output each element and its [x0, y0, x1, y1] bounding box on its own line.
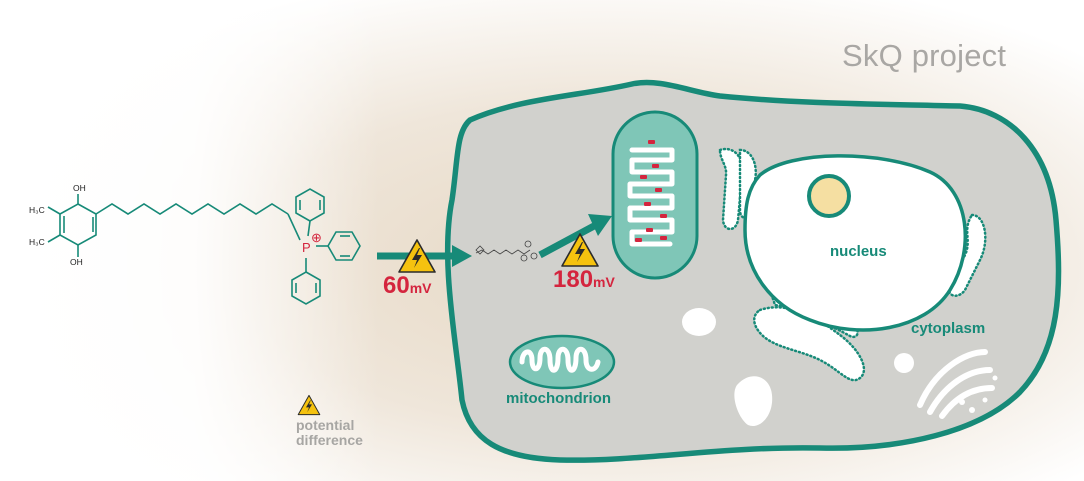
oh-bottom-label: OH: [70, 257, 83, 267]
inner-potential-value: 180: [553, 266, 594, 293]
vacuole: [682, 308, 716, 336]
cytoplasm-label: cytoplasm: [911, 320, 986, 337]
arrow-icon: [538, 214, 612, 259]
phosphorus-label: P: [302, 240, 311, 255]
golgi-apparatus: [917, 349, 998, 419]
skq-molecule-small: [475, 240, 538, 262]
endoplasmic-reticulum: [718, 147, 987, 382]
outer-potential-value: 60: [383, 272, 410, 299]
positive-charge-icon: ⊕: [311, 230, 322, 245]
nucleus-label: nucleus: [830, 243, 887, 260]
outer-potential-unit: mV: [409, 280, 432, 296]
page-title: SkQ project: [842, 38, 1007, 73]
vacuole: [734, 376, 773, 426]
methyl-lower-label: H₃C: [29, 237, 45, 247]
skq-molecule: [47, 188, 361, 305]
legend-line-1: potential: [296, 417, 355, 433]
inner-potential-label: 180mV: [553, 266, 615, 294]
mitochondrion-label: mitochondrion: [506, 390, 611, 407]
legend-line-2: difference: [296, 432, 363, 448]
legend-text: potential difference: [296, 418, 363, 448]
inner-potential-unit: mV: [593, 274, 615, 290]
oh-top-label: OH: [73, 183, 86, 193]
outer-potential-label: 60mV: [383, 272, 432, 300]
vesicle: [894, 353, 914, 373]
methyl-upper-label: H₃C: [29, 205, 45, 215]
nucleolus: [807, 174, 851, 218]
mitochondrion-small: [508, 334, 616, 390]
mitochondrion-large: [611, 110, 699, 280]
nucleus: [743, 154, 967, 332]
